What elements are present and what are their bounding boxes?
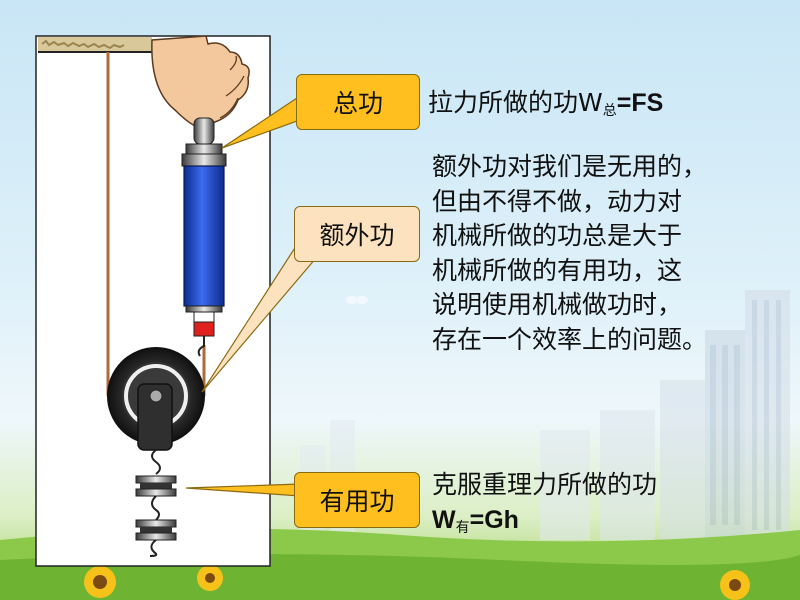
paragraph-line: 说明使用机械做功时， <box>432 290 683 319</box>
callout-extra-work-label: 额外功 <box>319 221 395 250</box>
hand-icon <box>151 35 250 129</box>
sunflower-icon <box>84 566 116 598</box>
total-work-subscript: 总 <box>602 103 617 119</box>
sunflower-icon <box>197 565 223 591</box>
total-work-description: 拉力所做的功W总=FS <box>428 86 663 125</box>
callout-total-work: 总功 <box>296 74 420 130</box>
callout-useful-work-label: 有用功 <box>319 487 395 516</box>
useful-work-suffix: =Gh <box>469 505 519 534</box>
spring-scale <box>183 165 225 307</box>
useful-work-subscript: 有 <box>455 519 470 536</box>
weight-upper <box>135 475 177 521</box>
useful-work-line: 克服重理力所做的功 <box>432 470 658 499</box>
paragraph-line: 但由不得不做，动力对 <box>432 186 683 216</box>
useful-work-prefix: W <box>432 505 456 534</box>
scale-knob <box>193 117 215 145</box>
extra-work-paragraph: 额外功对我们是无用的， 但由不得不做，动力对 机械所做的功总是大于 机械所做的有… <box>432 150 707 357</box>
callout-total-work-label: 总功 <box>332 89 383 118</box>
callout-extra-work: 额外功 <box>294 206 420 262</box>
useful-work-description: 克服重理力所做的功 W有=Gh <box>432 468 657 541</box>
total-work-prefix: 拉力所做的功W <box>428 88 603 117</box>
paragraph-line: 存在一个效率上的问题。 <box>432 324 708 354</box>
callout-useful-work: 有用功 <box>294 472 420 528</box>
paragraph-line: 机械所做的有用功，这 <box>432 255 683 285</box>
paragraph-line: 机械所做的功总是大于 <box>432 221 683 250</box>
sunflower-icon <box>720 570 750 600</box>
scale-indicator <box>193 321 215 337</box>
butterfly-icon <box>346 296 368 304</box>
weight-lower <box>135 519 177 557</box>
paragraph-line: 额外功对我们是无用的， <box>432 152 708 181</box>
total-work-suffix: =FS <box>616 89 664 117</box>
